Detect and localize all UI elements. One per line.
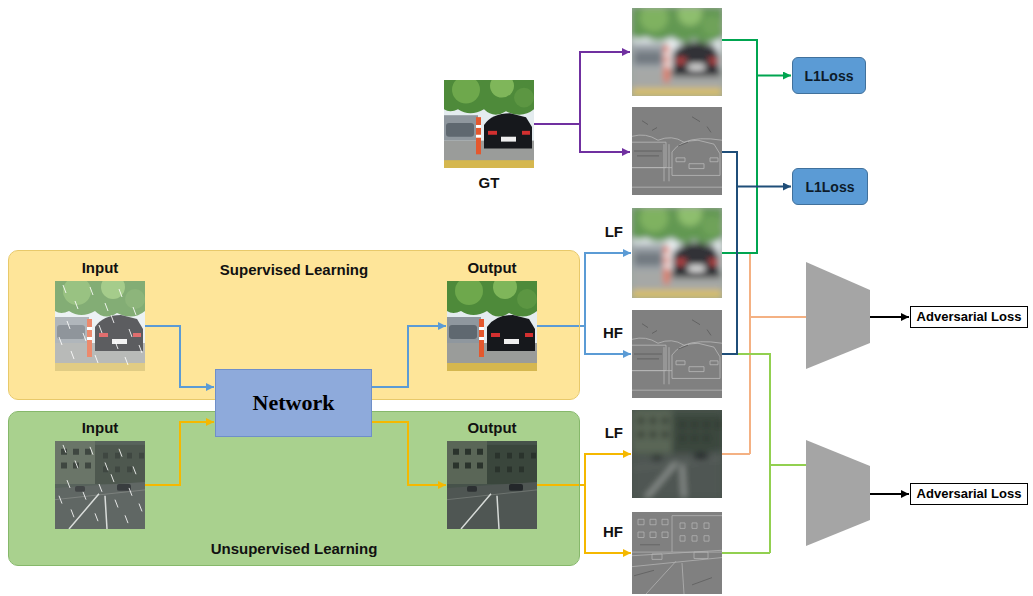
node-label: Input — [55, 419, 145, 437]
gt-low-frequency-image — [632, 2, 722, 96]
node-label: Network — [253, 390, 335, 416]
node-label: HF — [603, 523, 623, 541]
node-label: Output — [447, 419, 537, 437]
discriminator — [806, 440, 870, 546]
discriminator-output-arrow — [870, 316, 909, 318]
high-frequency-image: HF — [632, 310, 722, 398]
gt-lf-line — [722, 40, 757, 76]
scene-picture — [632, 512, 722, 594]
node-label: HF — [603, 324, 623, 342]
gt-image: GT — [444, 80, 534, 168]
node-label: L1Loss — [805, 179, 854, 195]
node-label: Adversarial Loss — [917, 309, 1022, 325]
node-label: LF — [605, 223, 623, 241]
scene-picture — [632, 410, 722, 498]
input-image: Input — [55, 281, 145, 371]
node-label: Input — [55, 259, 145, 277]
node-label: LF — [605, 424, 623, 442]
high-frequency-image: HF — [632, 512, 722, 594]
connector-arrow — [537, 485, 631, 553]
scene-picture — [444, 80, 534, 168]
connector-arrow — [722, 76, 791, 254]
gt-split-arrow — [580, 124, 630, 152]
network-box: Network — [215, 369, 372, 437]
scene-picture — [55, 441, 145, 529]
node-label: GT — [444, 174, 534, 192]
l1-loss-box: L1Loss — [792, 57, 866, 94]
connector-arrow — [372, 326, 446, 387]
adversarial-loss-box: Adversarial Loss — [910, 483, 1028, 505]
node-label: L1Loss — [804, 68, 853, 84]
gt-high-frequency-image — [632, 107, 722, 195]
discriminator-output-arrow — [870, 493, 909, 495]
scene-picture — [632, 208, 722, 298]
connector-arrow — [537, 253, 631, 326]
scene-picture — [447, 281, 537, 371]
adversarial-loss-box: Adversarial Loss — [910, 306, 1028, 328]
hf-discriminator-line — [722, 354, 806, 553]
gt-hf-line — [722, 152, 737, 186]
discriminator — [806, 262, 870, 369]
node-label: Output — [447, 259, 537, 277]
connector-arrow — [722, 187, 791, 355]
connector-arrow — [372, 422, 446, 485]
l1-loss-box: L1Loss — [792, 168, 868, 205]
node-label: Supervised Learning — [220, 261, 368, 279]
scene-picture — [447, 441, 537, 529]
connector-arrow — [145, 422, 214, 485]
node-label: Unsupervised Learning — [211, 540, 378, 558]
connector-arrow — [145, 326, 214, 387]
output-image: Output — [447, 281, 537, 371]
output-image: Output — [447, 441, 537, 529]
low-frequency-image: LF — [632, 208, 722, 298]
scene-picture — [632, 310, 722, 398]
connector-arrow — [537, 454, 631, 485]
scene-picture — [55, 281, 145, 371]
low-frequency-image: LF — [632, 410, 722, 498]
gt-split-arrow — [534, 52, 630, 124]
input-image: Input — [55, 441, 145, 529]
node-label: Adversarial Loss — [917, 486, 1022, 502]
